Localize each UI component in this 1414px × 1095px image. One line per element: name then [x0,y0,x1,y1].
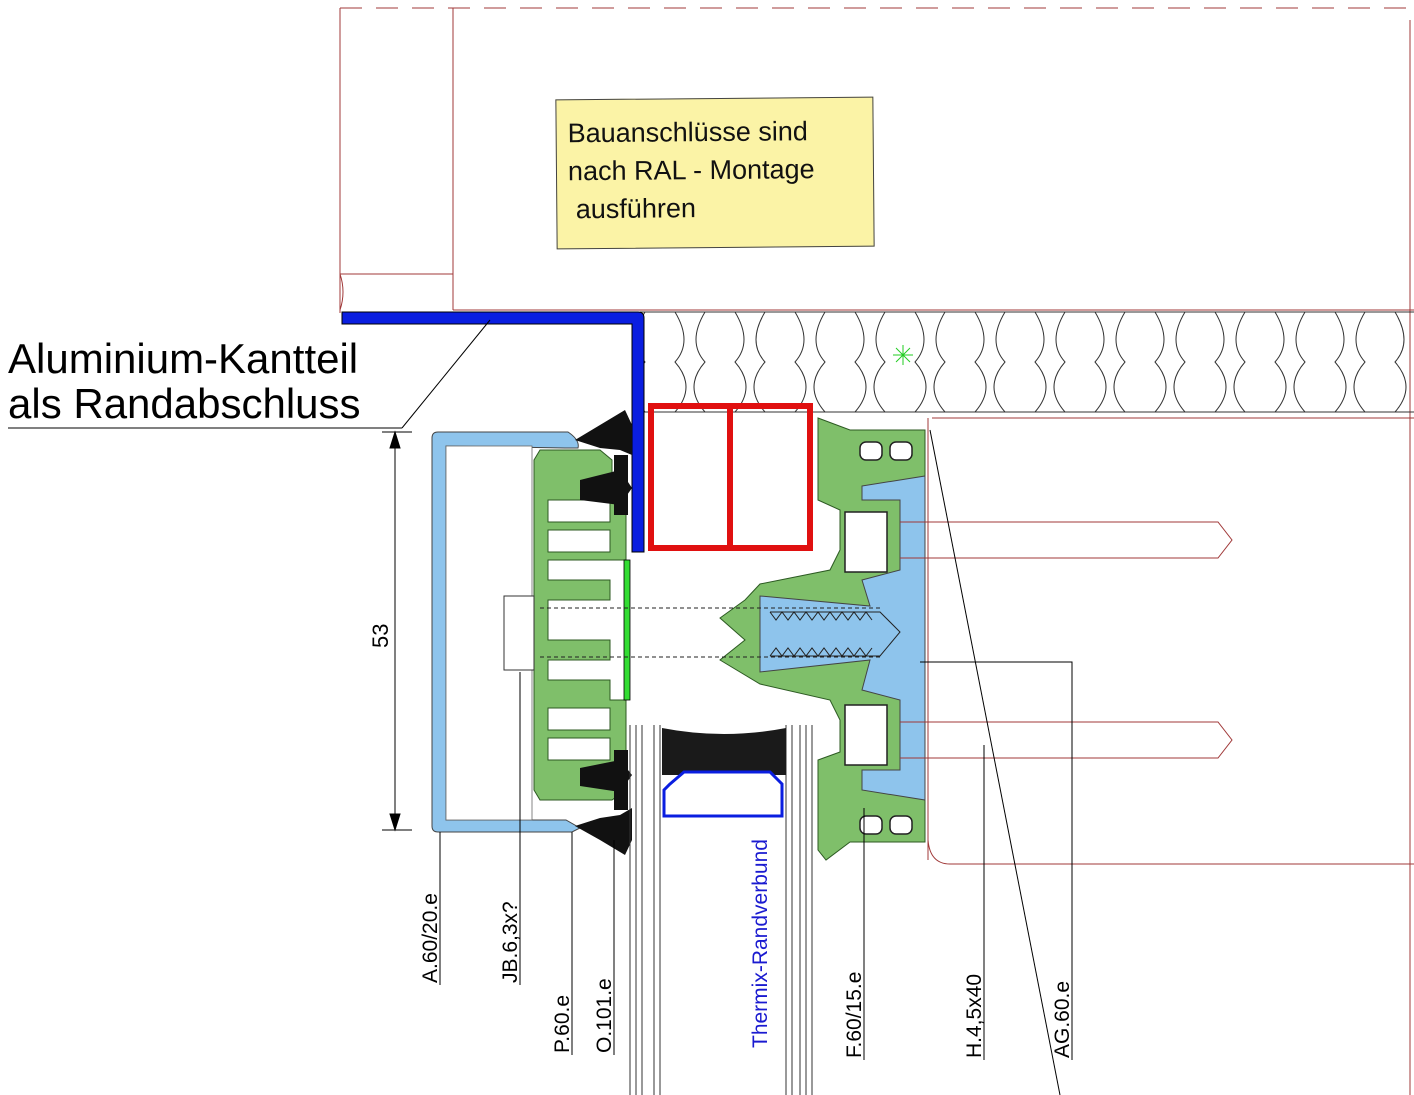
green-star-marker [893,345,913,365]
dimension-value: 53 [368,624,393,648]
glass-panes [629,725,813,1095]
anchor-screws [900,521,1233,759]
label-a-60-20: A.60/20.e [419,893,442,983]
insulation-layer [633,311,1414,413]
outer-gaskets [575,410,632,855]
thermix-spacer [662,770,784,818]
screw [540,607,901,658]
profile-slot [503,595,535,671]
headline-line1: Aluminium-Kantteil [8,335,358,382]
label-h-4-5x40: H.4,5x40 [963,974,986,1058]
dimension-line [382,430,412,832]
aluminium-kantteil [341,311,645,553]
frame-core-blue [759,475,926,801]
frame-holes [844,441,913,835]
headline-leader [8,319,491,429]
steel-tube [648,403,813,551]
note-line-2: nach RAL - Montage [567,154,815,187]
building-outline [339,7,1414,1095]
glass-edge [623,559,631,701]
label-leaders [439,429,1073,1095]
thermix-spacer-seal [662,728,786,775]
label-jb-6-3: JB.6,3x? [499,901,522,983]
installation-note: Bauanschlüsse sind nach RAL - Montage au… [555,96,875,250]
label-f-60-15: F.60/15.e [843,972,866,1058]
note-line-1: Bauanschlüsse sind [567,116,808,149]
label-ag-60: AG.60.e [1051,981,1074,1058]
label-thermix: Thermix-Randverbund [749,839,772,1048]
headline-line2: als Randabschluss [8,380,361,427]
label-p-60: P.60.e [551,995,574,1053]
note-line-3: ausführen [568,193,697,225]
cover-cap [431,431,582,833]
label-o-101: O.101.e [593,978,616,1053]
